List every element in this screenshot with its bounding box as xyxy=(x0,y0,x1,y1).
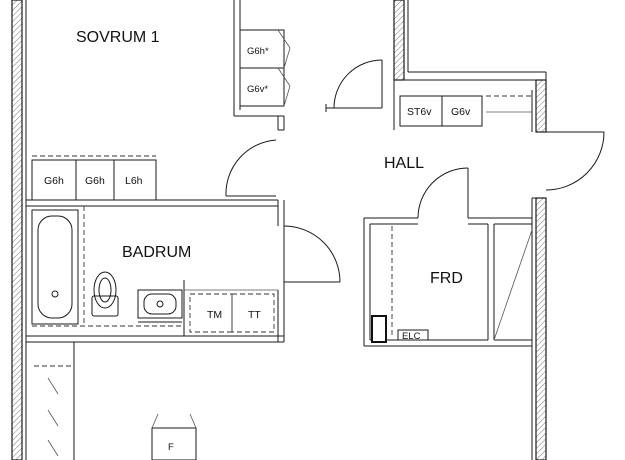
cabinet-code: F xyxy=(168,442,174,453)
left-exterior-wall xyxy=(11,0,27,460)
bedroom-door xyxy=(333,59,383,109)
cabinet-code: G6v xyxy=(451,106,471,118)
lower-wall xyxy=(34,342,75,460)
storage-room: ELC xyxy=(363,217,533,347)
room-label-hall: HALL xyxy=(384,155,424,172)
cabinet-code: ELC xyxy=(402,331,421,342)
bathtub xyxy=(31,206,184,327)
entrance-door xyxy=(532,131,605,199)
storage-door xyxy=(417,167,469,219)
cabinet-code: G6h xyxy=(44,175,64,187)
bedroom-hall-wall xyxy=(234,104,382,131)
bedroom-lower-door xyxy=(225,139,277,197)
room-label-storage: FRD xyxy=(430,270,463,287)
hall-cabinets: ST6v G6v xyxy=(393,80,532,130)
cabinet-code: G6h xyxy=(85,175,105,187)
right-exterior-wall xyxy=(531,197,547,460)
sink xyxy=(137,289,183,323)
cabinet-code: G6v* xyxy=(247,84,268,95)
bathroom-door xyxy=(283,225,341,290)
toilet xyxy=(91,271,119,317)
cabinet-code: TM xyxy=(207,309,222,321)
cabinet-code: L6h xyxy=(125,175,143,187)
cabinet-code: ST6v xyxy=(407,106,432,118)
laundry-units: TM TT xyxy=(183,280,278,336)
cabinet-code: TT xyxy=(248,309,261,321)
room-label-bedroom: SOVRUM 1 xyxy=(76,29,160,46)
lower-fridge: F xyxy=(151,413,197,460)
bathroom-cabinets: G6h G6h L6h xyxy=(31,155,157,201)
top-right-wall xyxy=(393,0,547,133)
cabinet-code: G6h* xyxy=(247,46,269,57)
room-label-bathroom: BADRUM xyxy=(122,244,191,261)
bathroom-walls xyxy=(26,199,285,343)
bedroom-wardrobe: G6h* G6v* xyxy=(233,0,291,116)
